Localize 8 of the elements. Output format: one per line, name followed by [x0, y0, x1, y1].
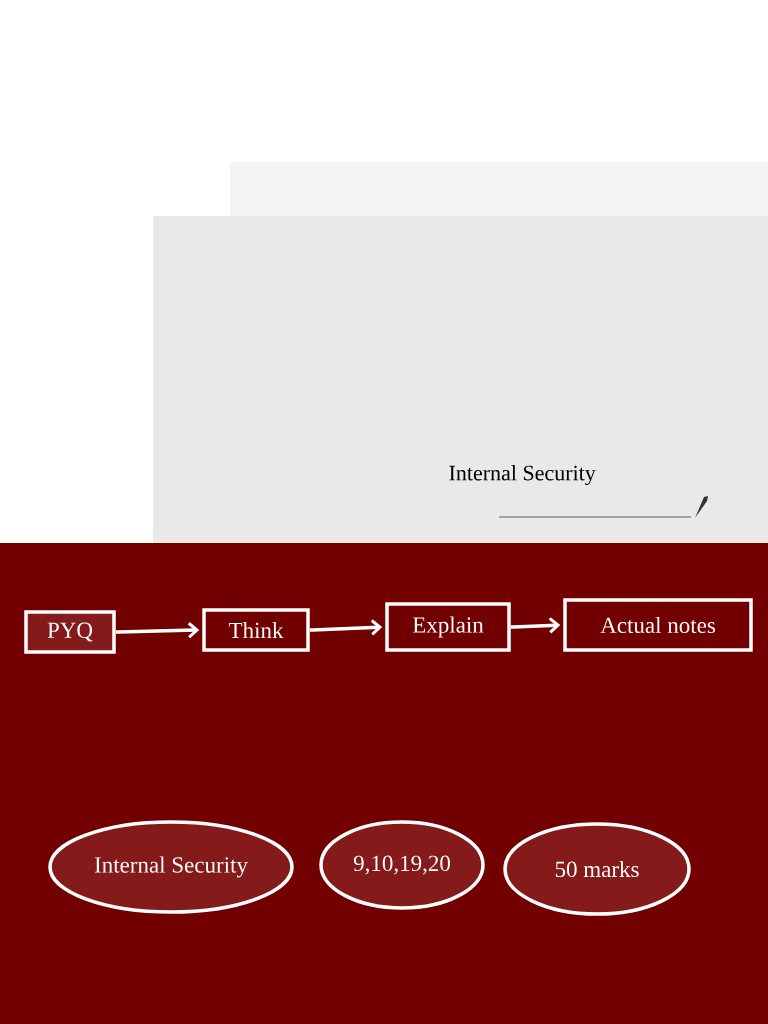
arrow [309, 619, 383, 636]
heading: Internal Security [449, 465, 596, 485]
arrow [115, 622, 200, 639]
process-box: Actual notes [563, 598, 753, 652]
process-box: Think [202, 608, 310, 652]
process-box: Explain [385, 602, 511, 652]
arrow [510, 617, 561, 634]
process-box: PYQ [24, 610, 116, 654]
